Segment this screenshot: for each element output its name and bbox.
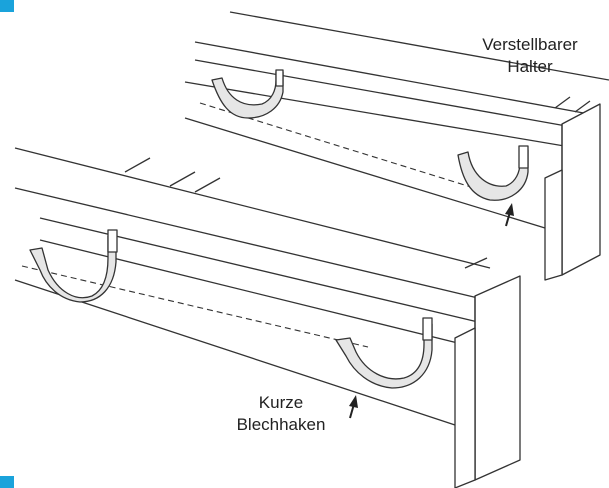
short-hook-left xyxy=(29,229,118,303)
adjustable-holder-label: Verstellbarer Halter xyxy=(470,34,590,78)
adjustable-holder-right xyxy=(457,145,529,201)
short-hook-right xyxy=(335,317,433,389)
section-marker-top xyxy=(0,0,14,12)
short-hook-label: Kurze Blechhaken xyxy=(226,392,336,436)
adjustable-holder-label-line2: Halter xyxy=(507,57,553,76)
short-hook-label-line2: Blechhaken xyxy=(236,415,326,434)
arrow-short-hook xyxy=(349,395,358,419)
lower-roof-assembly xyxy=(14,147,521,488)
adjustable-holder-left xyxy=(211,69,284,119)
arrow-adjustable-holder xyxy=(505,203,514,227)
upper-roof-assembly xyxy=(184,11,609,281)
section-marker-bottom xyxy=(0,476,14,488)
adjustable-holder-label-line1: Verstellbarer xyxy=(482,35,578,54)
short-hook-label-line1: Kurze xyxy=(258,393,304,412)
